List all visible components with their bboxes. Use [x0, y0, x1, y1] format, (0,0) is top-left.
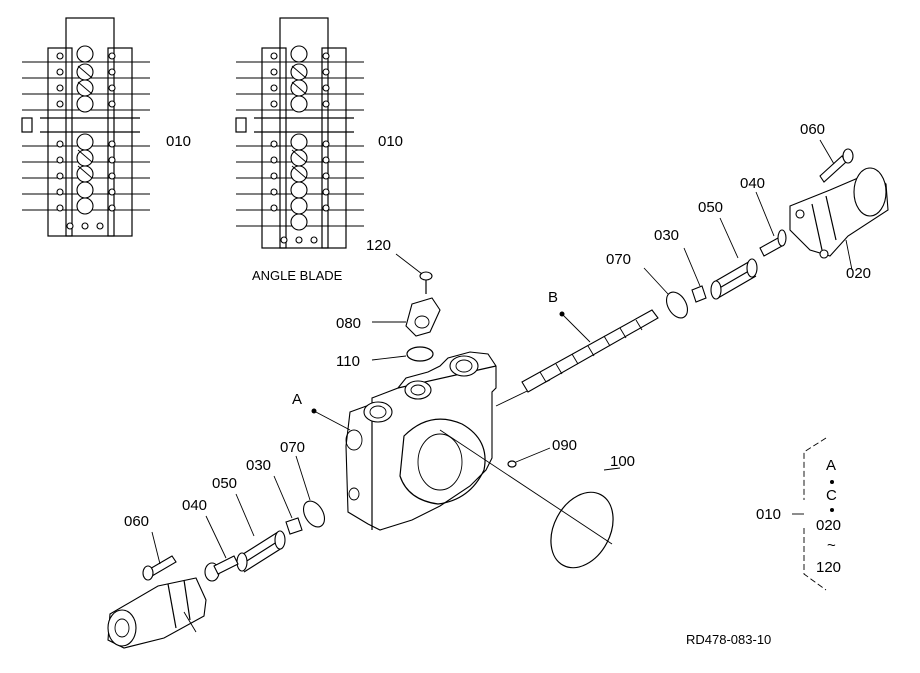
o-ring-100: [550, 491, 614, 569]
label-030-bottom: 030: [246, 457, 271, 474]
spring-seat-030-bottom: [285, 517, 303, 535]
label-050-top: 050: [698, 199, 723, 216]
assembly-legend: 010 A C 020 ~ 120: [756, 437, 841, 591]
bolt-060-top: [819, 148, 854, 183]
legend-020: 020: [816, 517, 841, 534]
cover-080: [405, 297, 441, 337]
spring-050-bottom: [236, 530, 286, 573]
o-ring-070-top: [665, 291, 689, 319]
label-070-bottom: 070: [280, 439, 305, 456]
label-100: 100: [610, 453, 635, 470]
spring-050-top: [710, 258, 758, 300]
label-110: 110: [336, 353, 360, 370]
label-b: B: [548, 289, 558, 306]
stopper-040-bottom: [204, 555, 239, 582]
o-ring-090: [507, 460, 517, 468]
legend-010: 010: [756, 506, 781, 523]
stopper-040-top: [759, 229, 787, 257]
valve-body: [345, 351, 613, 545]
o-ring-070-bottom: [302, 500, 326, 528]
label-060-top: 060: [800, 121, 825, 138]
label-120: 120: [366, 237, 391, 254]
label-010-angle: 010: [378, 133, 403, 150]
label-040-bottom: 040: [182, 497, 207, 514]
bolt-060-bottom: [142, 555, 177, 581]
o-ring-110: [406, 346, 434, 362]
label-a: A: [292, 391, 302, 408]
label-080: 080: [336, 315, 361, 332]
label-030-top: 030: [654, 227, 679, 244]
label-010-left: 010: [166, 133, 191, 150]
label-020: 020: [846, 265, 871, 282]
figure-code: RD478-083-10: [686, 632, 771, 647]
label-090: 090: [552, 437, 577, 454]
label-050-bottom: 050: [212, 475, 237, 492]
label-070-top: 070: [606, 251, 631, 268]
legend-a: A: [826, 457, 836, 474]
screw-120: [419, 271, 433, 294]
legend-c: C: [826, 487, 837, 504]
spring-seat-030-top: [691, 285, 707, 303]
valve-bank-angle-blade: [235, 17, 364, 249]
cap-020: [789, 167, 889, 259]
cap-020-bottom: [107, 577, 207, 649]
label-040-top: 040: [740, 175, 765, 192]
angle-blade-caption: ANGLE BLADE: [252, 268, 343, 283]
legend-tilde: ~: [827, 537, 836, 554]
spool: [521, 309, 659, 393]
label-060-bottom: 060: [124, 513, 149, 530]
legend-120: 120: [816, 559, 841, 576]
valve-bank-standard: [21, 17, 150, 237]
